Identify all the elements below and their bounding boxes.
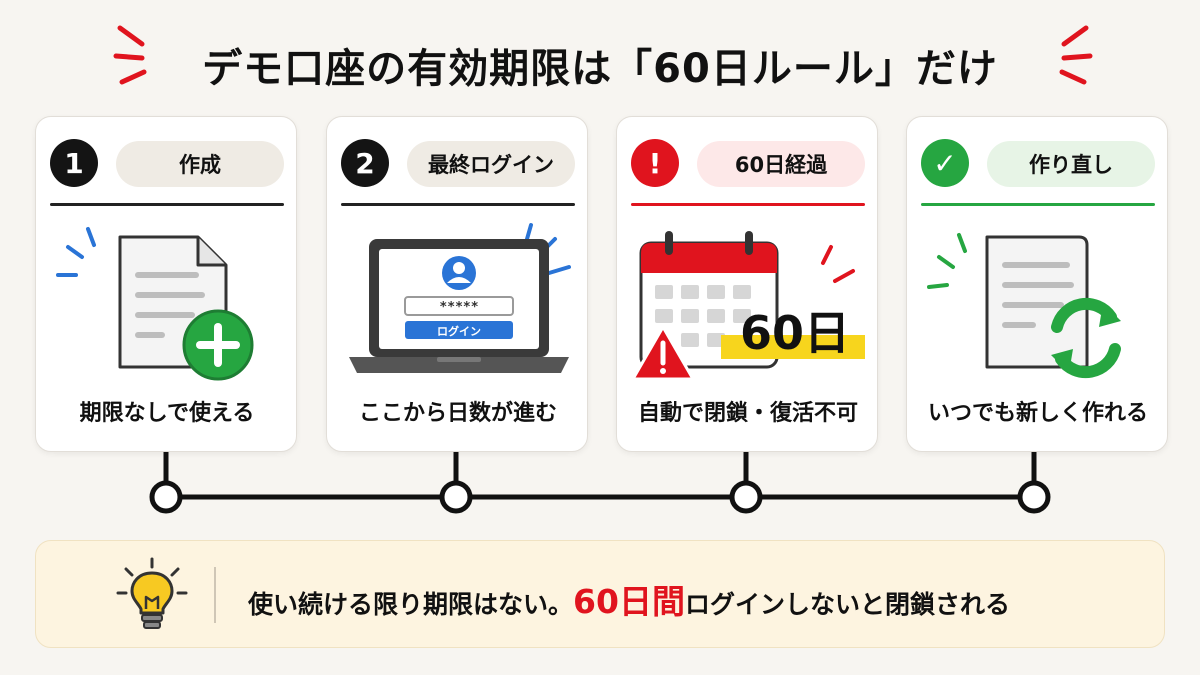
burst-right-icon — [1059, 25, 1093, 85]
page-title: デモ口座の有効期限は「60日ルール」だけ — [0, 36, 1200, 94]
step-card-create: 1 作成 期限なしで使える — [35, 116, 297, 452]
warning-badge: ! — [631, 139, 679, 187]
step-label: 作り直し — [987, 141, 1155, 187]
document-plus-icon — [56, 227, 254, 381]
check-badge: ✓ — [921, 139, 969, 187]
laptop-login-icon: ***** ログイン — [349, 223, 571, 373]
step-number-badge: 2 — [341, 139, 389, 187]
step-header: ✓ 作り直し — [921, 139, 1155, 187]
lightbulb-icon — [116, 557, 188, 629]
step-header: 1 作成 — [50, 139, 284, 187]
step-label: 最終ログイン — [407, 141, 575, 187]
step-label: 60日経過 — [697, 141, 865, 187]
step-card-last-login: 2 最終ログイン ***** ログイン ここから日数が進む — [326, 116, 588, 452]
calendar-warning-icon: 60日 — [631, 231, 865, 381]
title-text: デモ口座の有効期限は「60日ルール」だけ — [202, 46, 998, 92]
step-caption: 自動で閉鎖・復活不可 — [637, 401, 858, 426]
step-divider — [50, 203, 284, 206]
document-refresh-icon — [927, 233, 1121, 379]
title-area: デモ口座の有効期限は「60日ルール」だけ — [0, 18, 1200, 108]
timeline-node — [1017, 480, 1051, 514]
step-number-badge: 1 — [50, 139, 98, 187]
burst-left-icon — [113, 25, 147, 85]
timeline-node — [439, 480, 473, 514]
step-caption: 期限なしで使える — [79, 401, 255, 426]
sixty-days-text: 60日 — [740, 306, 850, 360]
tip-box: 使い続ける限り期限はない。60日間ログインしないと閉鎖される — [35, 540, 1165, 648]
timeline-node — [729, 480, 763, 514]
tip-text: 使い続ける限り期限はない。60日間ログインしないと閉鎖される — [248, 575, 1148, 623]
tip-highlight: 60日間 — [573, 582, 685, 621]
tip-text-before: 使い続ける限り期限はない。 — [248, 590, 574, 619]
step-caption: ここから日数が進む — [358, 401, 557, 426]
tip-text-after: ログインしないと閉鎖される — [684, 590, 1010, 619]
step-divider — [921, 203, 1155, 206]
step-divider — [631, 203, 865, 206]
step-header: ! 60日経過 — [631, 139, 865, 187]
step-divider — [341, 203, 575, 206]
step-card-60-days: ! 60日経過 60日 自動で閉鎖・復活不可 — [616, 116, 878, 452]
step-header: 2 最終ログイン — [341, 139, 575, 187]
password-field-text: ***** — [439, 300, 478, 315]
step-card-recreate: ✓ 作り直し いつでも新しく作れる — [906, 116, 1168, 452]
step-caption: いつでも新しく作れる — [927, 401, 1148, 426]
timeline — [149, 452, 1051, 514]
timeline-node — [149, 480, 183, 514]
login-button-text: ログイン — [437, 324, 481, 338]
tip-divider — [214, 567, 216, 623]
step-label: 作成 — [116, 141, 284, 187]
